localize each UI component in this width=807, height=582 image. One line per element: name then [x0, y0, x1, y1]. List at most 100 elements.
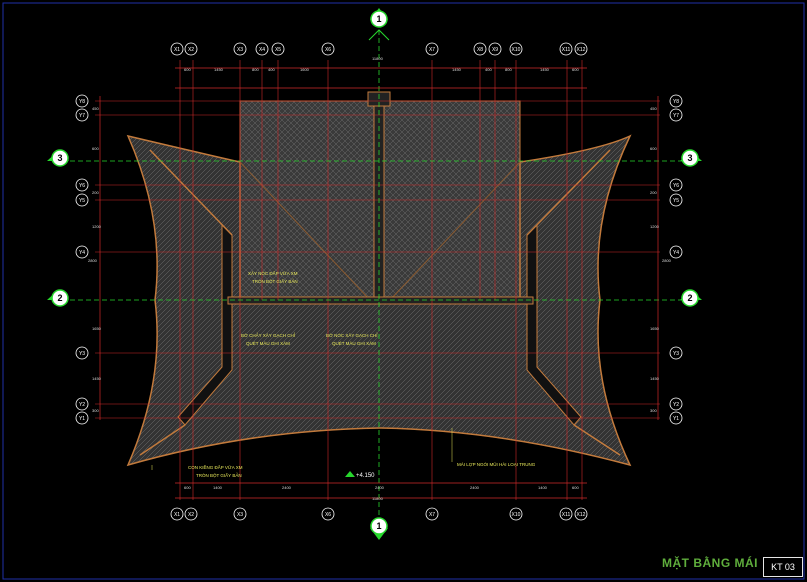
dims-left-group: 450 600 200 1200 2800 1650 1450 300: [88, 106, 102, 413]
svg-text:X12: X12: [577, 512, 586, 518]
grid-bubble-y8-right: Y8: [669, 94, 683, 108]
svg-text:Y1: Y1: [79, 416, 85, 422]
dims-bottom-group: 600 1400 2400 2400 2400 1400 600 11800: [184, 485, 579, 501]
grid-bubble-x6-top: X6: [321, 42, 335, 56]
dim-right-1: 600: [650, 146, 657, 151]
sheet-title: MẶT BẰNG MÁI: [662, 556, 758, 570]
grid-bubbles-top: X1 X2 X3 X4 X5 X6 X7 X8 X9 X10 X11 X12: [170, 42, 588, 56]
svg-text:2: 2: [687, 293, 692, 303]
note-tile: MÁI LỢP NGÓI MŨI HÀI LOẠI TRUNG: [457, 461, 536, 467]
dim-left-1: 600: [92, 146, 99, 151]
svg-text:Y4: Y4: [79, 250, 85, 256]
dim-bottom-5: 1400: [538, 485, 548, 490]
svg-text:X2: X2: [188, 512, 194, 518]
note-wall-4: QUÉT MÀU GHI XÁM: [332, 340, 376, 346]
section-marker-left-mid: 2: [47, 289, 69, 307]
annotations: XÂY NÓC ĐẮP VỮA XM TRÒN BỘT GIẤY BẢN BỜ …: [188, 269, 536, 478]
svg-text:X11: X11: [562, 512, 571, 518]
note-eave-2: TRÒN BỘT GIẤY BẢN: [196, 472, 242, 478]
dim-top-4: 1600: [300, 67, 310, 72]
svg-text:X11: X11: [562, 47, 571, 53]
dim-bottom-0: 600: [184, 485, 191, 490]
dim-right-3: 1200: [650, 224, 660, 229]
section-marker-top: 1: [368, 8, 390, 41]
dim-left-0: 450: [92, 106, 99, 111]
svg-text:X7: X7: [429, 47, 435, 53]
svg-text:Y6: Y6: [673, 183, 679, 189]
section-marker-left-upper: 3: [47, 149, 69, 167]
main-ridge-horizontal: [227, 296, 534, 305]
dim-right-0: 450: [650, 106, 657, 111]
svg-text:X6: X6: [325, 47, 331, 53]
grid-bubble-x11-top: X11: [559, 42, 573, 56]
svg-text:X1: X1: [174, 512, 180, 518]
section-markers: 1 1 3 3 2 2: [47, 8, 702, 540]
dims-right-group: 450 600 200 1200 2800 1650 1450 300: [650, 106, 672, 413]
grid-bubble-x2-bottom: X2: [184, 507, 198, 521]
dim-top-7: 800: [505, 67, 512, 72]
grid-bubble-y2-left: Y2: [75, 397, 89, 411]
dim-bottom-1: 1400: [213, 485, 223, 490]
grid-bubble-x8-top: X8: [473, 42, 487, 56]
dim-bottom-2: 2400: [282, 485, 292, 490]
grid-bubble-y1-left: Y1: [75, 411, 89, 425]
dim-top-0: 600: [184, 67, 191, 72]
dim-top-1: 1450: [214, 67, 224, 72]
dim-left-6: 1450: [92, 376, 102, 381]
elevation-marker: +4.150: [345, 471, 375, 479]
grid-bubble-x9-top: X9: [488, 42, 502, 56]
dim-top-6: 400: [485, 67, 492, 72]
svg-text:Y4: Y4: [673, 250, 679, 256]
grid-bubble-y4-right: Y4: [669, 245, 683, 259]
dim-left-3: 1200: [92, 224, 102, 229]
svg-text:3: 3: [687, 153, 692, 163]
svg-text:X3: X3: [237, 47, 243, 53]
svg-text:X3: X3: [237, 512, 243, 518]
grid-bubble-y6-right: Y6: [669, 178, 683, 192]
dim-top-total: 11800: [372, 56, 384, 61]
svg-text:1: 1: [376, 14, 381, 24]
grid-lines: [95, 60, 660, 500]
hip-ridge-br: [573, 424, 621, 456]
svg-text:X8: X8: [477, 47, 483, 53]
section-marker-right-mid: 2: [680, 289, 702, 307]
svg-text:Y7: Y7: [673, 113, 679, 119]
svg-text:X12: X12: [577, 47, 586, 53]
svg-text:X10: X10: [512, 512, 521, 518]
svg-text:Y2: Y2: [79, 402, 85, 408]
hip-ridge-tl: [149, 149, 233, 236]
dim-right-6: 1450: [650, 376, 660, 381]
grid-bubble-y4-left: Y4: [75, 245, 89, 259]
svg-text:Y3: Y3: [673, 351, 679, 357]
note-wall-2: QUÉT MÀU GHI XÁM: [246, 340, 290, 346]
grid-bubble-y5-left: Y5: [75, 193, 89, 207]
svg-text:Y7: Y7: [79, 113, 85, 119]
grid-bubble-x1-bottom: X1: [170, 507, 184, 521]
grid-bubble-x3-top: X3: [233, 42, 247, 56]
grid-bubble-x2-top: X2: [184, 42, 198, 56]
dims-top-group: 600 1450 800 400 1600 1450 400 800 1450 …: [184, 56, 579, 72]
dim-right-7: 300: [650, 408, 657, 413]
note-eave-1: CON KIỀNG ĐẮP VỮA XM: [188, 463, 243, 470]
grid-bubble-x10-top: X10: [509, 42, 523, 56]
grid-bubble-y2-right: Y2: [669, 397, 683, 411]
dim-top-3: 400: [268, 67, 275, 72]
svg-text:+4.150: +4.150: [356, 473, 375, 479]
svg-text:Y8: Y8: [79, 99, 85, 105]
svg-text:Y1: Y1: [673, 416, 679, 422]
svg-text:X10: X10: [512, 47, 521, 53]
grid-bubble-x5-top: X5: [271, 42, 285, 56]
grid-bubble-y7-left: Y7: [75, 108, 89, 122]
hip-ridge-tr: [526, 149, 611, 236]
dim-bottom-3: 2400: [375, 485, 385, 490]
grid-bubble-y1-right: Y1: [669, 411, 683, 425]
dim-top-5: 1450: [452, 67, 462, 72]
grid-bubble-y5-right: Y5: [669, 193, 683, 207]
grid-bubble-x6-bottom: X6: [321, 507, 335, 521]
grid-bubble-y7-right: Y7: [669, 108, 683, 122]
grid-bubble-x10-bottom: X10: [509, 507, 523, 521]
sheet-code: KT 03: [763, 557, 803, 577]
svg-text:X1: X1: [174, 47, 180, 53]
note-wall-1: BỜ CHẢY XÂY GẠCH CHỈ: [241, 332, 296, 338]
